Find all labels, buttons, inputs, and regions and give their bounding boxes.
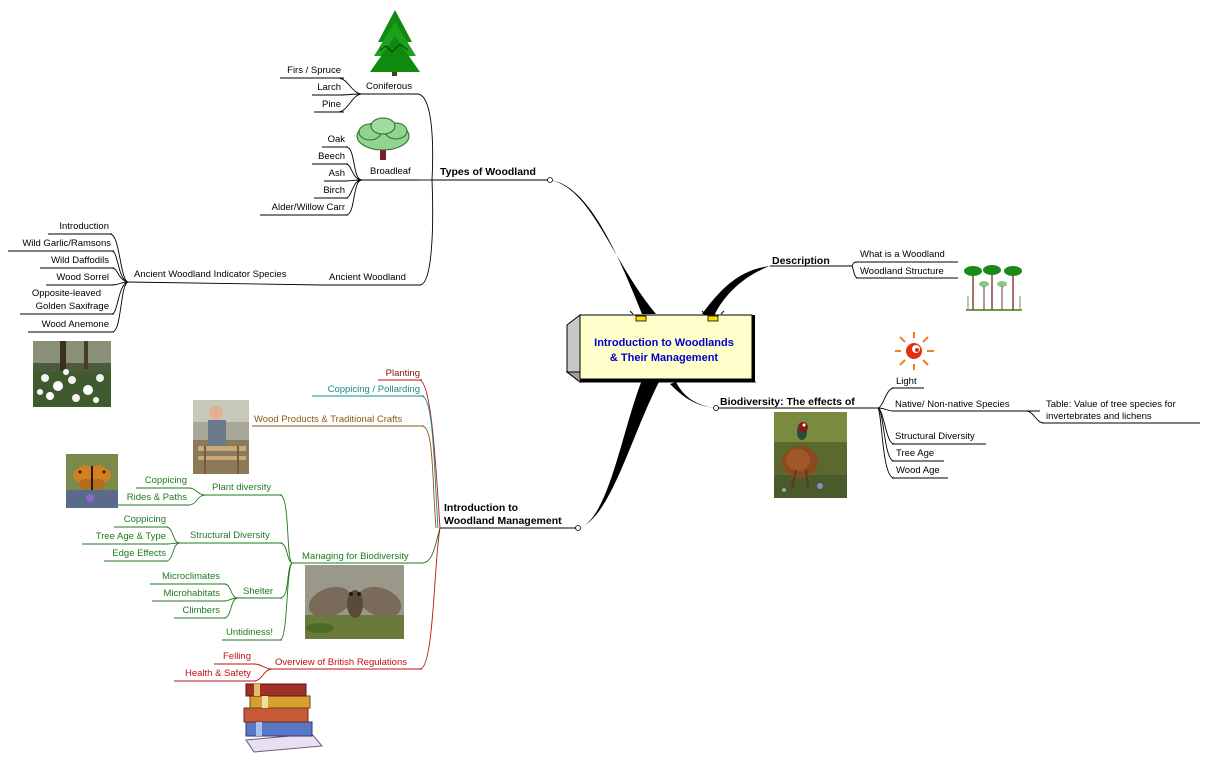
shelter-item[interactable]: Microhabitats bbox=[164, 588, 221, 599]
coppicing-pollarding-label[interactable]: Coppicing / Pollarding bbox=[328, 384, 420, 395]
management-title-line2[interactable]: Woodland Management bbox=[444, 515, 562, 527]
coniferous-label[interactable]: Coniferous bbox=[366, 81, 412, 92]
shelter-item[interactable]: Microclimates bbox=[162, 571, 220, 582]
lamp-icon bbox=[701, 306, 725, 322]
conifer-item[interactable]: Larch bbox=[317, 82, 341, 93]
description-item[interactable]: What is a Woodland bbox=[860, 249, 945, 260]
broadleaf-item[interactable]: Oak bbox=[328, 134, 346, 145]
regulations-item[interactable]: Felling bbox=[223, 651, 251, 662]
biodiversity-label[interactable]: Biodiversity: The effects of bbox=[720, 396, 855, 408]
indicator-item[interactable]: Opposite-leaved bbox=[32, 288, 101, 299]
plant-diversity-label[interactable]: Plant diversity bbox=[212, 482, 271, 493]
biodiversity-item[interactable]: Wood Age bbox=[896, 465, 940, 476]
shelter-item[interactable]: Climbers bbox=[183, 605, 221, 616]
planting-label[interactable]: Planting bbox=[386, 368, 420, 379]
branch-types bbox=[550, 180, 656, 314]
woodland-structure-icon bbox=[964, 265, 1022, 311]
indicator-item[interactable]: Introduction bbox=[59, 221, 109, 232]
broadleaf-label[interactable]: Broadleaf bbox=[370, 166, 411, 177]
conifer-item[interactable]: Pine bbox=[322, 99, 341, 110]
untidiness-label[interactable]: Untidiness! bbox=[226, 627, 273, 638]
biodiversity-item[interactable]: Tree Age bbox=[896, 448, 934, 459]
broadleaf-item[interactable]: Birch bbox=[323, 185, 345, 196]
indicator-item[interactable]: Golden Saxifrage bbox=[36, 301, 109, 312]
sun-icon bbox=[895, 332, 934, 370]
wood-products-label[interactable]: Wood Products & Traditional Crafts bbox=[254, 414, 402, 425]
lamp-icon bbox=[629, 306, 653, 322]
conifer-item[interactable]: Firs / Spruce bbox=[287, 65, 341, 76]
managing-biodiversity-label[interactable]: Managing for Biodiversity bbox=[302, 551, 409, 562]
broadleaf-item[interactable]: Beech bbox=[318, 151, 345, 162]
central-title-line1: Introduction to Woodlands bbox=[594, 337, 734, 349]
central-title-line2: & Their Management bbox=[610, 352, 719, 364]
ancient-indicator-label[interactable]: Ancient Woodland Indicator Species bbox=[134, 269, 287, 280]
description-item[interactable]: Woodland Structure bbox=[860, 266, 944, 277]
table-value-line1[interactable]: Table: Value of tree species for bbox=[1046, 399, 1176, 410]
indicator-item[interactable]: Wild Garlic/Ramsons bbox=[22, 238, 111, 249]
description-label[interactable]: Description bbox=[772, 255, 830, 267]
structural-diversity-label[interactable]: Structural Diversity bbox=[190, 530, 270, 541]
structural-item[interactable]: Coppicing bbox=[124, 514, 166, 525]
regulations-item[interactable]: Health & Safety bbox=[185, 668, 251, 679]
indicator-item[interactable]: Wood Sorrel bbox=[56, 272, 109, 283]
central-topic[interactable]: Introduction to Woodlands & Their Manage… bbox=[565, 313, 757, 384]
indicator-item[interactable]: Wood Anemone bbox=[42, 319, 109, 330]
plant-diversity-item[interactable]: Rides & Paths bbox=[127, 492, 187, 503]
plant-diversity-item[interactable]: Coppicing bbox=[145, 475, 187, 486]
table-value-line2[interactable]: invertebrates and lichens bbox=[1046, 411, 1152, 422]
pheasant-photo bbox=[774, 412, 847, 498]
anemone-photo bbox=[33, 341, 111, 407]
branch-description bbox=[702, 266, 770, 316]
books-icon bbox=[243, 683, 323, 753]
conifer-tree-icon bbox=[370, 10, 420, 76]
butterfly-photo bbox=[66, 454, 118, 508]
biodiversity-item[interactable]: Native/ Non-native Species bbox=[895, 399, 1010, 410]
shelter-label[interactable]: Shelter bbox=[243, 586, 273, 597]
broadleaf-tree-icon bbox=[356, 117, 410, 160]
management-title-line1[interactable]: Introduction to bbox=[444, 502, 518, 514]
craftsman-photo bbox=[193, 400, 249, 474]
ancient-woodland-label[interactable]: Ancient Woodland bbox=[329, 272, 406, 283]
types-of-woodland-label[interactable]: Types of Woodland bbox=[440, 166, 536, 178]
broadleaf-item[interactable]: Ash bbox=[329, 168, 345, 179]
indicator-item[interactable]: Wild Daffodils bbox=[51, 255, 109, 266]
biodiversity-item[interactable]: Structural Diversity bbox=[895, 431, 975, 442]
structural-item[interactable]: Tree Age & Type bbox=[96, 531, 166, 542]
moth-photo bbox=[305, 565, 404, 639]
biodiversity-item[interactable]: Light bbox=[896, 376, 917, 387]
branch-biodiversity bbox=[670, 382, 716, 408]
regulations-label[interactable]: Overview of British Regulations bbox=[275, 657, 407, 668]
branch-management bbox=[578, 380, 660, 528]
structural-item[interactable]: Edge Effects bbox=[112, 548, 166, 559]
broadleaf-item[interactable]: Alder/Willow Carr bbox=[272, 202, 345, 213]
